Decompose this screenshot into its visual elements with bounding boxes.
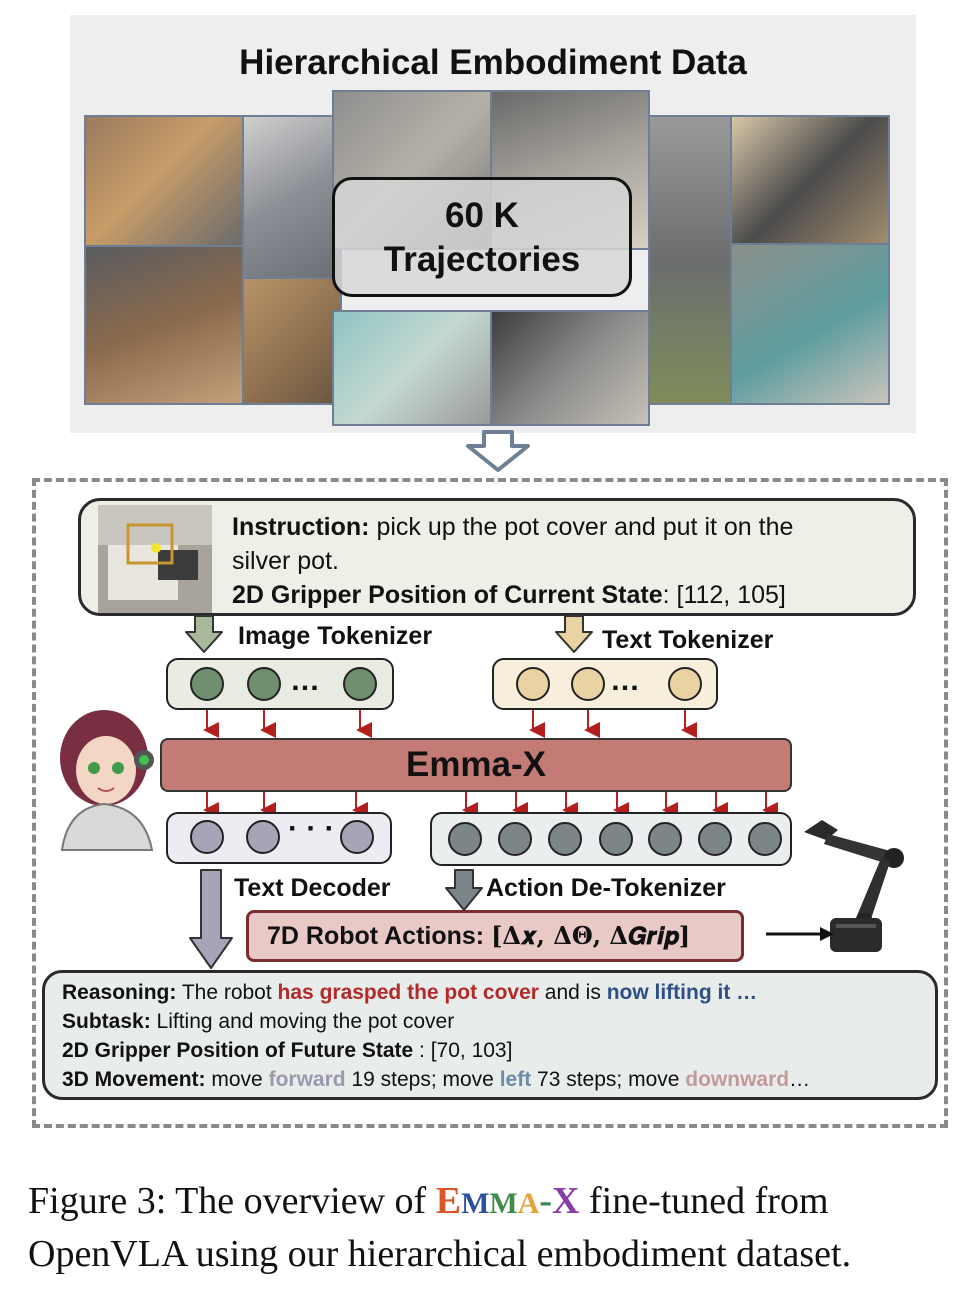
action-decoder-arrow-icon — [445, 869, 483, 911]
image-token — [190, 667, 224, 701]
ellipsis: … — [610, 664, 640, 697]
token-input-arrows — [203, 710, 697, 738]
caption-line-1: Figure 3: The overview of EMMA-X fine-tu… — [28, 1176, 958, 1229]
text-tokenizer-label: Text Tokenizer — [602, 626, 774, 654]
reasoning-highlight-blue: now lifting it … — [606, 981, 758, 1004]
token-output-arrows — [203, 792, 778, 818]
down-arrow-icon — [466, 430, 530, 472]
reasoning-text: and is — [544, 981, 601, 1004]
robot-actions-label: 7D Robot Actions: — [267, 922, 485, 950]
pipeline-frame — [32, 478, 948, 1128]
dataset-title: Hierarchical Embodiment Data — [239, 43, 747, 82]
robot-arm-icon — [804, 820, 904, 952]
reasoning-text: The robot — [181, 981, 272, 1004]
robot-photo — [332, 310, 492, 426]
image-token — [343, 667, 377, 701]
action-token — [698, 822, 732, 856]
robot-photo — [84, 245, 244, 405]
movement-text: move — [211, 1068, 263, 1091]
current-gripper-value: : [112, 105] — [662, 581, 786, 609]
subtask-label: Subtask: — [62, 1010, 151, 1033]
text-token — [516, 667, 550, 701]
caption-letter: M — [489, 1187, 518, 1220]
text-decoder-label: Text Decoder — [234, 874, 391, 902]
reasoning-label: Reasoning: — [62, 981, 177, 1004]
subtask-line: Subtask: Lifting and moving the pot cove… — [62, 1009, 454, 1035]
text-decoder-arrow-icon — [189, 869, 233, 969]
instruction-text-continued: silver pot. — [232, 547, 339, 575]
action-detokenizer-label: Action De-Tokenizer — [486, 874, 726, 902]
caption-model-name: EMMA-X — [436, 1180, 580, 1222]
avatar-icon — [60, 710, 154, 851]
robot-photo — [648, 115, 732, 405]
movement-text: 73 steps; move — [537, 1068, 680, 1091]
subtask-text: Lifting and moving the pot cover — [156, 1010, 455, 1033]
robot-photo — [730, 243, 890, 405]
instruction-line: Instruction: pick up the pot cover and p… — [232, 512, 793, 542]
caption-prefix: Figure 3: The overview of — [28, 1180, 427, 1222]
robot-photo — [242, 115, 342, 279]
output-token — [190, 820, 224, 854]
caption-letter: A — [517, 1187, 540, 1220]
dataset-panel: Hierarchical Embodiment Data 60 K Trajec… — [70, 15, 916, 433]
movement-text: 19 steps; move — [351, 1068, 494, 1091]
reasoning-highlight-red: has grasped the pot cover — [277, 981, 539, 1004]
current-gripper-line: 2D Gripper Position of Current State: [1… — [232, 580, 786, 610]
ellipsis: · · · — [288, 812, 335, 845]
trajectories-badge: 60 K Trajectories — [332, 177, 632, 297]
caption-letter: X — [552, 1180, 580, 1222]
ellipsis: … — [290, 664, 320, 697]
robot-actions-formula: [Δ𝒙, ΔΘ, Δ𝑮𝒓𝒊𝒑] — [491, 921, 691, 950]
future-gripper-line: 2D Gripper Position of Future State : [7… — [62, 1038, 512, 1064]
image-input-arrow-icon — [185, 615, 223, 653]
text-input-arrow-icon — [555, 615, 593, 653]
action-token — [498, 822, 532, 856]
caption-letter: M — [461, 1187, 490, 1220]
image-token — [247, 667, 281, 701]
trajectories-count: 60 K — [445, 196, 519, 235]
action-token — [748, 822, 782, 856]
emma-x-model: Emma-X — [160, 738, 792, 792]
future-gripper-label: 2D Gripper Position of Future State — [62, 1039, 414, 1062]
action-token — [599, 822, 633, 856]
reasoning-line: Reasoning: The robot has grasped the pot… — [62, 980, 757, 1006]
action-token — [548, 822, 582, 856]
text-token — [571, 667, 605, 701]
action-arrow-icon — [766, 927, 834, 941]
movement-left: left — [499, 1068, 532, 1091]
trajectories-label: Trajectories — [383, 240, 581, 279]
caption-letter: - — [539, 1180, 553, 1222]
current-gripper-label: 2D Gripper Position of Current State — [232, 581, 663, 609]
figure-caption: Figure 3: The overview of EMMA-X fine-tu… — [28, 1176, 958, 1279]
robot-actions-box: 7D Robot Actions: [Δ𝒙, ΔΘ, Δ𝑮𝒓𝒊𝒑] — [246, 910, 744, 962]
robot-photo — [84, 115, 244, 247]
text-token — [668, 667, 702, 701]
robot-photo — [730, 115, 890, 245]
movement-downward: downward — [685, 1068, 790, 1091]
output-token — [340, 820, 374, 854]
caption-suffix: fine-tuned from — [589, 1180, 829, 1222]
caption-line-2: OpenVLA using our hierarchical embodimen… — [28, 1233, 852, 1275]
action-token — [648, 822, 682, 856]
image-tokenizer-label: Image Tokenizer — [238, 622, 433, 650]
caption-letter: E — [435, 1180, 462, 1222]
instruction-image — [98, 505, 212, 613]
instruction-text: pick up the pot cover and put it on the — [376, 513, 794, 541]
output-token — [246, 820, 280, 854]
action-token — [448, 822, 482, 856]
robot-photo — [242, 277, 342, 405]
instruction-label: Instruction: — [232, 513, 370, 541]
movement-label: 3D Movement: — [62, 1068, 206, 1091]
robot-photo — [490, 310, 650, 426]
future-gripper-value: : [70, 103] — [419, 1039, 513, 1062]
reasoning-output-box — [42, 970, 938, 1100]
movement-forward: forward — [268, 1068, 346, 1091]
movement-line: 3D Movement: move forward 19 steps; move… — [62, 1067, 810, 1093]
movement-ellipsis: … — [789, 1068, 811, 1091]
instruction-box — [78, 498, 916, 616]
